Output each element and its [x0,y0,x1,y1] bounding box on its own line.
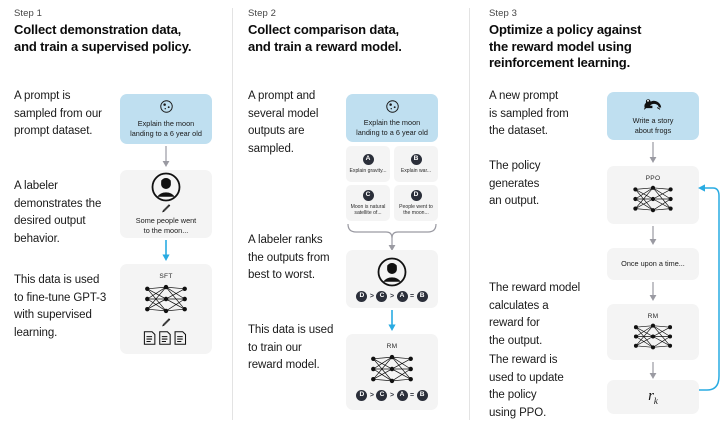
rank-op-3: = [410,292,415,300]
step-2-column: Step 2 Collect comparison data, and trai… [234,0,469,428]
step-3-feedback-loop-arrow [697,178,720,400]
output-badge-c: C [362,189,374,201]
step-2-labeler-card[interactable]: D > C > A = B [346,250,438,308]
output-card-a[interactable]: A Explain gravity... [346,146,390,182]
step-3-arrow-4 [647,362,659,380]
rank-op-1: > [369,392,374,399]
rank-op-2: > [389,392,395,399]
step-1-column: Step 1 Collect demonstration data, and t… [0,0,232,428]
step-1-labeler-text: Some people went to the moon... [135,216,197,235]
step-3-column: Step 3 Optimize a policy against the rew… [471,0,720,428]
step-2-model-name: RM [386,343,398,350]
step-3-ppo-card[interactable]: PPO [607,166,699,224]
ranking-row-labeler: D > C > A = B [356,290,428,302]
step-1-model-name: SFT [159,272,173,280]
step-2-brace-arrow [346,222,438,252]
ranking-row-rm: D > C > A = B [356,390,428,401]
step-3-rm-card[interactable]: RM [607,304,699,360]
moon-icon [385,99,400,114]
step-2-rm-card[interactable]: RM D > C > A = [346,334,438,410]
step-3-output-text: Once upon a time... [621,259,685,269]
output-text-c: Moon is natural satellite of... [350,203,386,216]
output-text-a: Explain gravity... [349,167,387,174]
rank-op-3: = [410,392,415,399]
step-1-labeler-card[interactable]: Some people went to the moon... [120,170,212,238]
step-3-policy-name: PPO [645,175,661,182]
output-badge-a: A [362,153,374,165]
step-2-prompt-text: Explain the moon landing to a 6 year old [356,117,428,137]
step-1-prompt-card[interactable]: Explain the moon landing to a 6 year old [120,94,212,144]
step-1-sft-card[interactable]: SFT [120,264,212,354]
neural-network-icon [140,282,192,316]
step-2-paragraph-1: A prompt and several model outputs are s… [248,90,319,155]
step-3-reward-card[interactable]: rk [607,380,699,414]
step-1-paragraph-3: This data is used to fine-tune GPT-3 wit… [14,274,107,339]
step-3-prompt-card[interactable]: Write a story about frogs [607,92,699,140]
moon-icon [159,99,174,114]
pencil-icon [161,203,172,214]
output-card-b[interactable]: B Explain war... [394,146,438,182]
output-card-c[interactable]: C Moon is natural satellite of... [346,185,390,221]
step-3-output-card[interactable]: Once upon a time... [607,248,699,280]
step-3-prompt-text: Write a story about frogs [632,115,674,135]
step-1-arrow-1 [160,146,172,168]
step-1-paragraph-2: A labeler demonstrates the desired outpu… [14,180,102,245]
labeler-icon [151,172,181,202]
documents-icon [143,330,189,346]
rank-badge-1: D [356,390,368,401]
output-card-d[interactable]: D People went to the moon... [394,185,438,221]
step-3-paragraph-4: The reward is used to update the policy … [489,354,564,419]
step-1-prompt-text: Explain the moon landing to a 6 year old [130,119,202,138]
reward-symbol-subscript: k [653,396,658,406]
step-3-title: Optimize a policy against the reward mod… [489,22,642,70]
output-text-b: Explain war... [400,167,432,174]
rank-op-2: > [389,292,395,300]
column-divider-2 [469,8,470,420]
step-1-arrow-2 [160,240,172,262]
output-badge-d: D [410,189,422,201]
step-3-arrow-1 [647,142,659,164]
step-3-arrow-2 [647,226,659,246]
step-1-label: Step 1 [14,8,43,19]
step-1-paragraph-1: A prompt is sampled from our prompt data… [14,90,102,137]
step-3-paragraph-1: A new prompt is sampled from the dataset… [489,90,569,137]
output-text-d: People went to the moon... [399,203,433,216]
step-3-paragraph-3: The reward model calculates a reward for… [489,282,581,347]
rank-badge-2: C [376,390,388,401]
rank-badge-4: B [416,390,428,401]
step-3-label: Step 3 [489,8,518,19]
column-divider-1 [232,8,233,420]
rank-badge-4: B [416,290,428,302]
step-3-arrow-3 [647,282,659,302]
step-3-reward-model-name: RM [647,312,659,320]
reward-symbol-letter: r [648,388,654,404]
neural-network-icon [366,352,418,386]
rank-op-1: > [369,292,374,300]
output-badge-b: B [410,153,422,165]
labeler-icon [377,257,407,287]
reward-symbol: rk [648,388,658,406]
step-3-paragraph-2: The policy generates an output. [489,160,541,207]
step-2-prompt-card[interactable]: Explain the moon landing to a 6 year old [346,94,438,142]
step-2-title: Collect comparison data, and train a rew… [248,22,402,54]
step-2-paragraph-2: A labeler ranks the outputs from best to… [248,234,330,281]
rank-badge-3: A [396,390,408,401]
rank-badge-2: C [376,290,388,302]
step-2-label: Step 2 [248,8,277,19]
rank-badge-3: A [396,290,408,302]
step-2-arrow-blue [386,310,398,332]
step-1-title: Collect demonstration data, and train a … [14,22,192,54]
step-2-paragraph-3: This data is used to train our reward mo… [248,324,334,371]
rank-badge-1: D [356,290,368,302]
neural-network-icon [629,321,677,352]
neural-network-icon [628,183,678,215]
frog-icon [643,97,663,111]
pencil-icon [161,317,172,328]
